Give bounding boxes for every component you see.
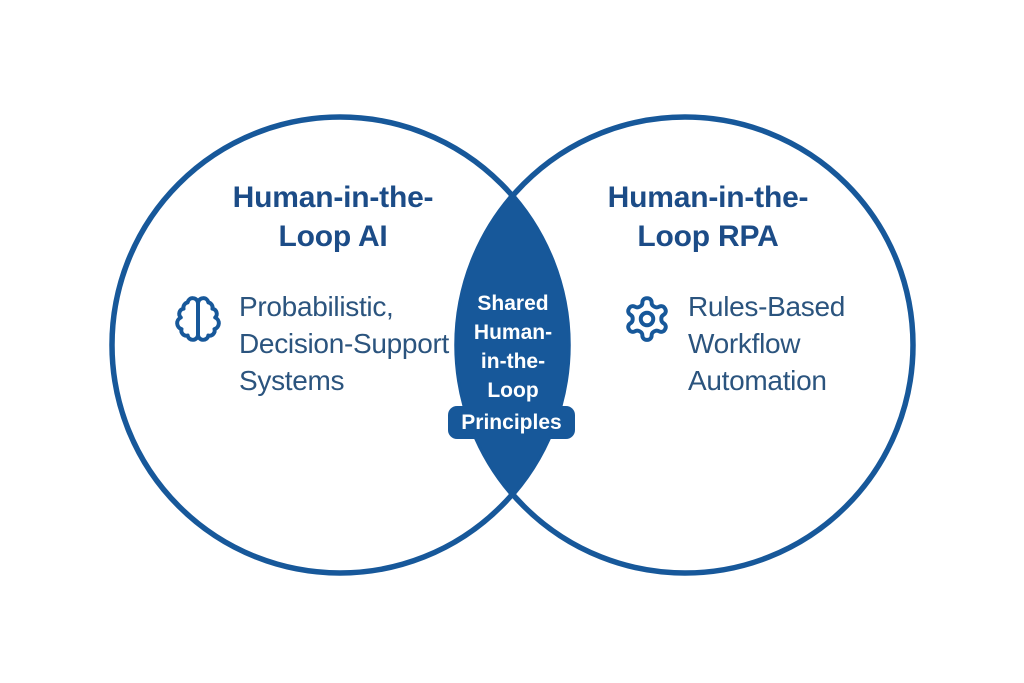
right-feature-line1: Rules-Based (688, 291, 846, 322)
intersection-badge-label: Principles (461, 410, 562, 434)
right-feature: Rules-Based Workflow Automation (622, 288, 845, 399)
intersection-label: Shared Human- in-the- Loop (433, 289, 593, 405)
left-circle-title-line2: Loop AI (278, 220, 388, 253)
right-feature-line2: Workflow (688, 328, 801, 359)
left-feature-line3: Systems (239, 365, 345, 396)
left-feature-line1: Probabilistic, (239, 291, 394, 322)
intersection-line2: Human- (473, 321, 553, 344)
right-circle-title: Human-in-the- Loop RPA (548, 178, 868, 256)
right-circle-title-line1: Human-in-the- (607, 181, 809, 214)
intersection-line1: Shared (477, 292, 549, 315)
left-circle-title-line1: Human-in-the- (232, 181, 434, 214)
left-feature-text: Probabilistic, Decision-Support Systems (239, 288, 449, 399)
gear-icon (622, 294, 672, 344)
intersection-line3: in-the- (480, 350, 546, 373)
brain-icon (173, 294, 223, 344)
right-feature-line3: Automation (688, 365, 827, 396)
left-circle-title: Human-in-the- Loop AI (173, 178, 493, 256)
intersection-principles-badge: Principles (448, 406, 575, 439)
right-feature-text: Rules-Based Workflow Automation (688, 288, 845, 399)
right-circle-title-line2: Loop RPA (637, 220, 779, 253)
left-feature-line2: Decision-Support (239, 328, 449, 359)
left-feature: Probabilistic, Decision-Support Systems (173, 288, 449, 399)
intersection-line4: Loop (487, 379, 539, 402)
